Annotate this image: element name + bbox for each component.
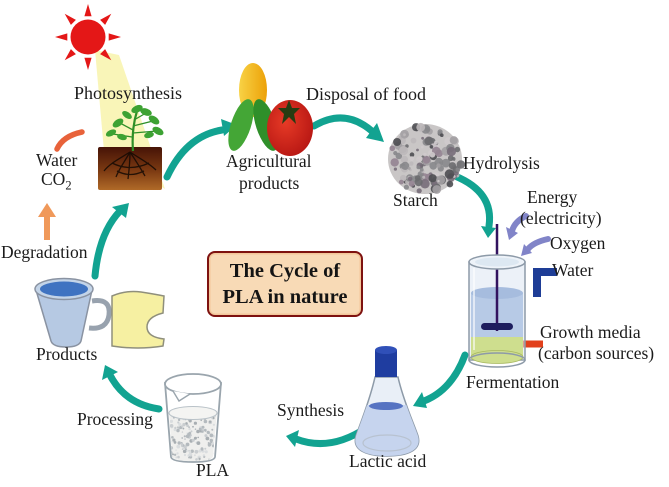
starch-icon xyxy=(388,122,466,194)
corn-icon xyxy=(228,63,279,151)
growth-media-label-line2: (carbon sources) xyxy=(538,343,655,363)
starch-label: Starch xyxy=(393,190,438,210)
cycle-arrows xyxy=(91,114,494,448)
growth-media-label-line1: Growth media xyxy=(540,322,641,342)
hydrolysis-label: Hydrolysis xyxy=(463,153,540,173)
processing-label: Processing xyxy=(77,409,153,429)
arrow-starch-to-fermenter xyxy=(451,172,494,230)
title-box: The Cycle of PLA in nature xyxy=(207,251,363,317)
beaker-spout xyxy=(172,390,191,402)
product-film-icon xyxy=(111,290,165,349)
agricultural-label-line1: Agricultural xyxy=(226,151,312,171)
energy-arrow xyxy=(509,213,529,234)
water-co2-swoosh-arrow xyxy=(54,129,85,152)
energy-label-line1: Energy xyxy=(527,187,578,207)
arrow-crops-to-starch xyxy=(310,114,378,137)
lactic-acid-label: Lactic acid xyxy=(349,451,427,471)
water-left-label: Water xyxy=(36,150,78,170)
stirrer-paddle-icon xyxy=(481,323,513,330)
degradation-arrows xyxy=(38,129,85,240)
input-arrows xyxy=(506,213,551,256)
oxygen-label: Oxygen xyxy=(550,233,606,253)
fermentation-label: Fermentation xyxy=(466,372,560,392)
mug-handle xyxy=(88,298,112,331)
sun-icon xyxy=(55,4,121,70)
water-pipe-icon xyxy=(533,268,557,297)
energy-label-line2: (electricity) xyxy=(520,208,602,228)
fermenter-icon xyxy=(468,224,526,368)
cycle-arrowheads xyxy=(102,119,496,447)
title-line2: PLA in nature xyxy=(222,286,348,308)
plant-icon xyxy=(105,104,164,152)
product-mug-icon xyxy=(34,277,112,348)
synthesis-label: Synthesis xyxy=(277,400,345,420)
title-line1: The Cycle of xyxy=(229,260,341,282)
pla-label: PLA xyxy=(196,460,230,480)
arrow-pla-to-products xyxy=(106,371,163,413)
lactic-acid-flask-icon xyxy=(354,346,420,457)
pla-beaker-icon xyxy=(164,373,222,463)
products-label: Products xyxy=(36,344,98,364)
disposal-of-food-label: Disposal of food xyxy=(306,84,426,104)
oxygen-arrow xyxy=(525,236,551,252)
arrow-fermenter-to-flask xyxy=(420,351,469,405)
co2-base: CO xyxy=(41,169,66,189)
soil-icon xyxy=(98,147,162,190)
photosynthesis-label: Photosynthesis xyxy=(74,83,183,103)
water-input-label: Water xyxy=(552,260,594,280)
co2-label: CO2 xyxy=(41,169,72,193)
arrow-products-to-soil xyxy=(91,207,124,280)
agricultural-label-line2: products xyxy=(239,173,300,193)
tomato-icon xyxy=(267,100,313,156)
degradation-label: Degradation xyxy=(1,242,88,262)
arrow-soil-to-crops xyxy=(163,126,226,181)
co2-subscript: 2 xyxy=(65,178,72,193)
